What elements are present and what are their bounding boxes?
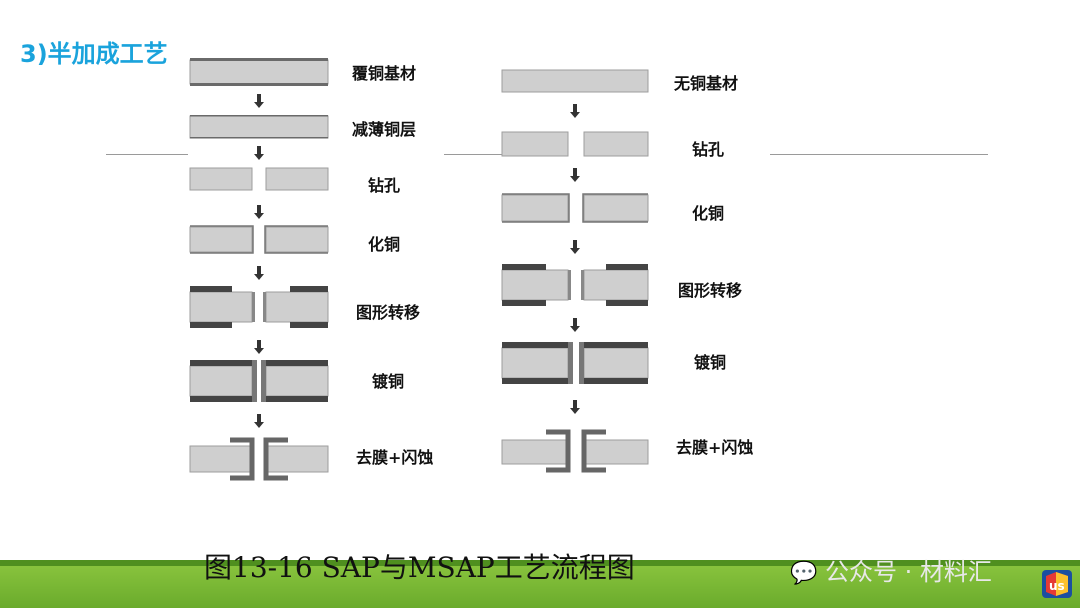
- msap-step-label: 图形转移: [678, 281, 743, 300]
- msap-step-5-graphic: [501, 342, 649, 384]
- divider-line-left: [106, 154, 188, 155]
- msap-step-label: 钻孔: [692, 140, 725, 159]
- figure-caption: 图13-16 SAP与MSAP工艺流程图: [204, 551, 635, 584]
- msap-step-1-graphic: [501, 69, 649, 93]
- bottom-green-bar: [0, 560, 1080, 608]
- msap-step-3-graphic: [501, 193, 649, 223]
- slide-title: 3)半加成工艺: [20, 40, 168, 68]
- sap-step-6-graphic: [189, 360, 329, 402]
- sap-step-4-graphic: [189, 225, 329, 254]
- sap-step-1-graphic: [189, 58, 329, 86]
- sap-step-label: 去膜+闪蚀: [356, 448, 434, 467]
- watermark: 💬 公众号 · 材料汇: [790, 552, 992, 587]
- wechat-icon: 💬: [790, 561, 818, 586]
- msap-step-4-graphic: [501, 264, 649, 306]
- msap-step-label: 去膜+闪蚀: [676, 438, 754, 457]
- msap-step-label: 无铜基材: [674, 74, 739, 93]
- msap-step-2-graphic: [501, 131, 649, 157]
- bottom-bar-stripe: [0, 560, 1080, 566]
- sap-step-5-graphic: [189, 286, 329, 328]
- process-diagram: .sub { fill:#cfcfcf; stroke:#9e9e9e; str…: [189, 58, 649, 481]
- watermark-text: 公众号 · 材料汇: [825, 558, 992, 586]
- sap-step-label: 镀铜: [372, 372, 405, 391]
- sap-step-label: 钻孔: [368, 176, 401, 195]
- sap-step-3-graphic: [189, 167, 329, 191]
- sap-step-label: 化铜: [368, 235, 401, 254]
- sap-step-7-graphic: [189, 437, 329, 481]
- msap-step-label: 镀铜: [694, 353, 727, 372]
- sap-step-label: 图形转移: [356, 303, 421, 322]
- msap-step-label: 化铜: [692, 204, 725, 223]
- sap-step-2-graphic: [189, 115, 329, 139]
- brand-logo-icon: us: [1042, 570, 1072, 598]
- svg-text:us: us: [1049, 579, 1065, 593]
- sap-step-label: 减薄铜层: [352, 120, 417, 139]
- sap-step-label: 覆铜基材: [352, 64, 417, 83]
- divider-line-right: [770, 154, 988, 155]
- msap-step-6-graphic: [501, 429, 649, 473]
- divider-line-middle: [444, 154, 502, 155]
